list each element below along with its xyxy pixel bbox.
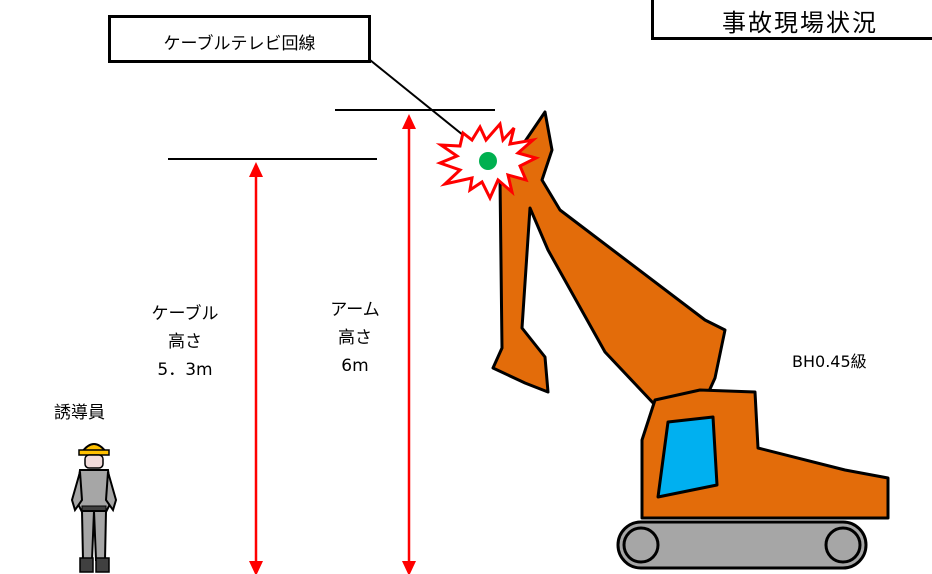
guide-worker-label: 誘導員: [54, 403, 105, 423]
arm-height-label: アーム 高さ 6m: [300, 296, 410, 380]
contact-point: [479, 152, 497, 170]
cable-tv-label: ケーブルテレビ回線: [163, 34, 316, 54]
cable-arrow-bottom-head: [249, 561, 263, 574]
arm-arrow-top-head: [402, 114, 416, 129]
page-title: 事故現場状況: [722, 9, 878, 37]
cable-height-label: ケーブル 高さ 5．3m: [130, 300, 240, 384]
cable-tv-callout-box: ケーブルテレビ回線: [108, 15, 371, 63]
arm-height-value: 6m: [341, 356, 369, 376]
arm-arrow-bottom-head: [402, 561, 416, 574]
excavator-arm: [491, 110, 727, 407]
track-wheel-left: [622, 526, 660, 564]
cable-height-line2: 高さ: [168, 332, 202, 352]
arm-height-line1: アーム: [330, 300, 380, 320]
excavator-class-label: BH0.45級: [792, 352, 867, 371]
cable-height-value: 5．3m: [157, 360, 213, 380]
guide-worker-figure: [70, 443, 118, 573]
excavator-track: [616, 520, 868, 570]
track-wheel-right: [824, 526, 862, 564]
title-box: 事故現場状況: [651, 0, 932, 40]
cable-arrow-top-head: [249, 162, 263, 177]
cable-height-line1: ケーブル: [151, 304, 219, 324]
arm-height-line2: 高さ: [338, 328, 372, 348]
cab-window: [656, 415, 719, 499]
